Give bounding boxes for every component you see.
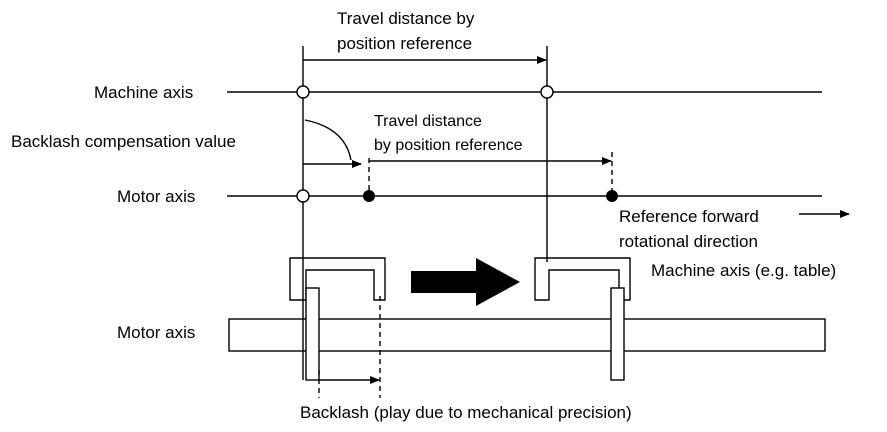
motor-axis-start-point xyxy=(363,190,375,202)
backlash-compensation-label: Backlash compensation value xyxy=(11,132,236,151)
machine-axis-end-marker xyxy=(540,85,554,99)
machine-axis-table-label: Machine axis (e.g. table) xyxy=(651,261,836,280)
motor-axis-upper-label: Motor axis xyxy=(117,187,195,206)
motor-flange-right xyxy=(610,287,625,381)
reference-forward-line1: Reference forward xyxy=(619,207,759,226)
machine-table-right-bracket xyxy=(534,257,631,301)
reference-forward-line2: rotational direction xyxy=(619,232,758,251)
travel-distance-mid-line2: by position reference xyxy=(374,137,523,154)
machine-axis-start-marker xyxy=(296,85,310,99)
motor-axis-lower-label: Motor axis xyxy=(117,323,195,342)
backlash-label: Backlash (play due to mechanical precisi… xyxy=(300,403,632,422)
travel-distance-top-line1: Travel distance by xyxy=(337,9,475,28)
motor-flange-left xyxy=(305,287,320,381)
movement-direction-arrow xyxy=(411,258,520,306)
motor-shaft xyxy=(228,318,826,352)
travel-distance-mid-line1: Travel distance xyxy=(374,113,482,130)
travel-distance-top-line2: position reference xyxy=(337,34,472,53)
motor-axis-origin-marker xyxy=(296,189,310,203)
backlash-compensation-leader xyxy=(304,119,352,161)
machine-table-left-bracket xyxy=(289,257,386,301)
machine-axis-label: Machine axis xyxy=(94,83,193,102)
motor-axis-end-point xyxy=(606,190,618,202)
